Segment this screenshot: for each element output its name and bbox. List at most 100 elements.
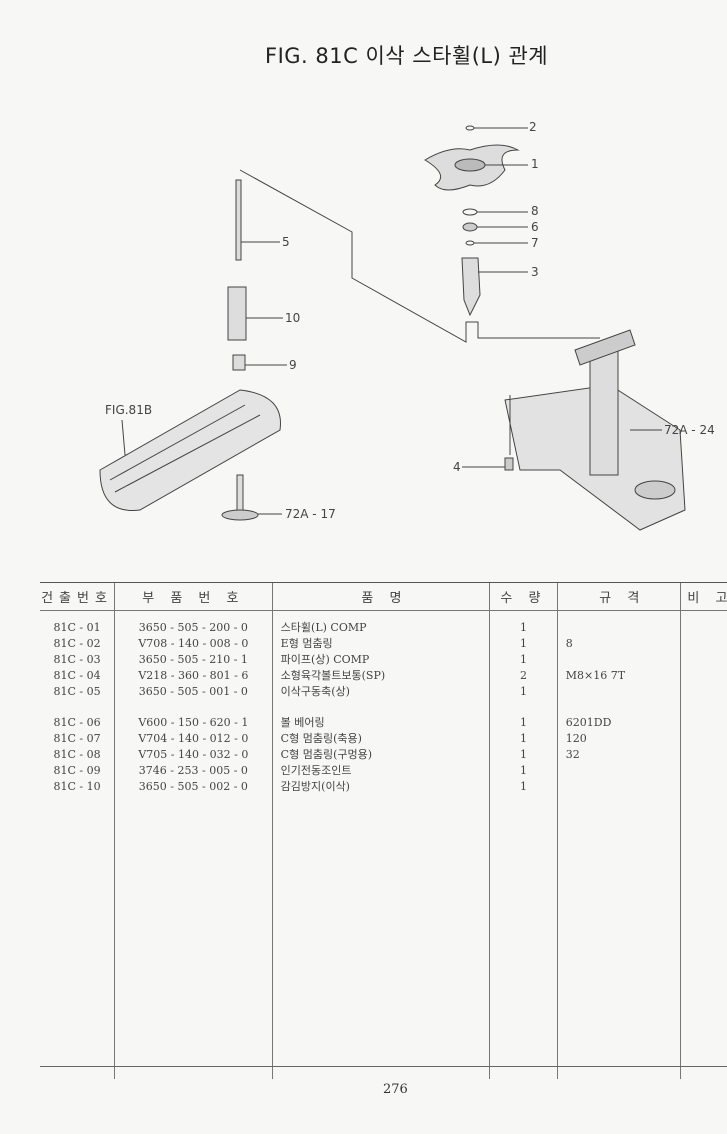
cell-quantity: 1	[489, 635, 558, 651]
cell-spec: 8	[556, 635, 681, 651]
callout-10: 10	[285, 311, 301, 325]
cell-quantity: 1	[489, 651, 558, 667]
cell-quantity: 1	[489, 762, 558, 778]
cell-part-name	[271, 699, 490, 714]
cell-remarks	[679, 699, 727, 714]
cell-figure-number	[40, 699, 115, 714]
cell-part-number: V705 - 140 - 032 - 0	[114, 746, 273, 762]
cell-part-number: V600 - 150 - 620 - 1	[114, 714, 273, 730]
cell-quantity	[489, 794, 558, 1079]
cell-part-number: 3650 - 505 - 210 - 1	[114, 651, 273, 667]
cell-remarks	[679, 651, 727, 667]
cell-part-name: 볼 베어링	[271, 714, 490, 730]
cell-remarks	[679, 730, 727, 746]
parts-table: 건출번호 부 품 번 호 품 명 수 량 규 격 비 고 81C - 01 365…	[40, 582, 727, 1079]
header-quantity: 수 량	[489, 582, 558, 611]
callout-72a-17: 72A - 17	[285, 507, 336, 521]
cell-remarks	[679, 778, 727, 794]
cell-remarks	[679, 610, 727, 635]
cell-remarks	[679, 746, 727, 762]
callout-5: 5	[282, 235, 290, 249]
cell-figure-number: 81C - 06	[53, 715, 101, 729]
cell-part-name: 이삭구동축(상)	[271, 683, 490, 699]
cell-part-name	[271, 794, 490, 1079]
cell-figure-number: 81C - 07	[53, 731, 101, 745]
cell-part-number: V704 - 140 - 012 - 0	[114, 730, 273, 746]
cell-figure-number: 81C - 08	[53, 747, 101, 761]
cell-figure-number: 81C - 01	[53, 620, 101, 634]
callout-4: 4	[453, 460, 461, 474]
header-part-name: 품 명	[271, 582, 490, 611]
cell-part-name: 스타휠(L) COMP	[271, 610, 490, 635]
cell-remarks	[679, 762, 727, 778]
table-bottom-rule	[40, 1066, 727, 1067]
cell-figure-number: 81C - 04	[53, 668, 101, 682]
callout-6: 6	[531, 220, 539, 234]
header-part-number: 부 품 번 호	[114, 582, 273, 611]
callout-7: 7	[531, 236, 539, 250]
cell-spec: M8×16 7T	[556, 667, 681, 683]
cell-quantity: 1	[489, 683, 558, 699]
cell-spec: 6201DD	[556, 714, 681, 730]
cell-part-number: 3650 - 505 - 001 - 0	[114, 683, 273, 699]
cell-part-name: 인기전동조인트	[271, 762, 490, 778]
page-number: 276	[383, 1082, 408, 1097]
cell-remarks	[679, 714, 727, 730]
table-header-row: 건출번호 부 품 번 호 품 명 수 량 규 격 비 고	[40, 582, 727, 611]
cell-part-number: 3746 - 253 - 005 - 0	[114, 762, 273, 778]
cell-spec: 32	[556, 746, 681, 762]
callout-2: 2	[529, 120, 537, 134]
cell-part-name: C형 멈춤링(축용)	[271, 730, 490, 746]
callout-8: 8	[531, 204, 539, 218]
callout-9: 9	[289, 358, 297, 372]
cell-spec: 120	[556, 730, 681, 746]
cell-spec	[556, 778, 681, 794]
cell-part-name: 소형육각볼트보통(SP)	[271, 667, 490, 683]
cell-part-number	[114, 794, 273, 1079]
cell-spec	[556, 762, 681, 778]
cell-remarks	[679, 667, 727, 683]
cell-part-name: E형 멈춤링	[271, 635, 490, 651]
cell-part-name: C형 멈춤링(구멍용)	[271, 746, 490, 762]
star-wheel-part	[424, 125, 520, 191]
cell-quantity	[489, 699, 558, 714]
cell-figure-number: 81C - 02	[53, 636, 101, 650]
cell-figure-number: 81C - 09	[53, 763, 101, 777]
cell-spec	[556, 651, 681, 667]
cell-part-number: 3650 - 505 - 200 - 0	[114, 610, 273, 635]
table-row	[40, 699, 727, 714]
cell-part-number: 3650 - 505 - 002 - 0	[114, 778, 273, 794]
cell-figure-number: 81C - 05	[53, 684, 101, 698]
callout-72a-24: 72A - 24	[664, 423, 715, 437]
cell-spec	[556, 794, 681, 1079]
header-spec: 규 격	[556, 582, 681, 611]
callout-fig81b: FIG.81B	[105, 403, 153, 417]
header-remarks: 비 고	[679, 582, 727, 611]
cell-quantity: 1	[489, 714, 558, 730]
cell-part-name: 파이프(상) COMP	[271, 651, 490, 667]
cell-figure-number	[40, 794, 115, 1079]
cell-part-name: 감김방지(이삭)	[271, 778, 490, 794]
cell-part-number	[114, 699, 273, 714]
cell-spec	[556, 699, 681, 714]
table-row	[40, 794, 727, 1079]
cell-figure-number: 81C - 03	[53, 652, 101, 666]
callout-3: 3	[531, 265, 539, 279]
cell-figure-number: 81C - 10	[53, 779, 101, 793]
cell-part-number: V708 - 140 - 008 - 0	[114, 635, 273, 651]
cell-quantity: 1	[489, 730, 558, 746]
cell-quantity: 1	[489, 778, 558, 794]
cell-quantity: 2	[489, 667, 558, 683]
cell-spec	[556, 683, 681, 699]
cell-spec	[556, 610, 681, 635]
header-figure-number: 건출번호	[40, 582, 115, 611]
